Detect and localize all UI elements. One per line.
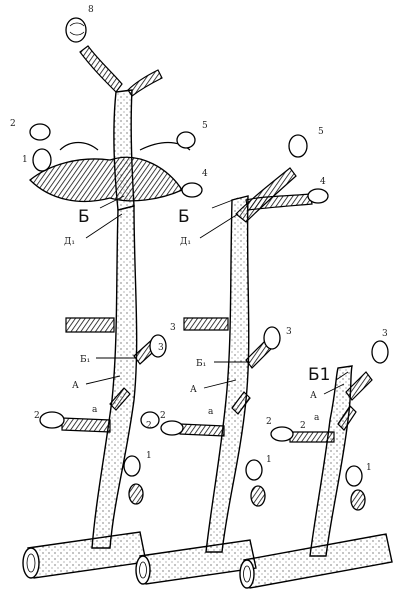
bud-number: 3 [170, 323, 176, 333]
side-a-label: а [208, 407, 214, 417]
bud-number: 3 [158, 343, 164, 353]
bud [351, 490, 365, 510]
side-shoot [290, 432, 334, 442]
bud-number: 4 [320, 177, 326, 187]
base-log-2 [136, 540, 256, 584]
bud [289, 135, 307, 157]
bud-number: 2 [34, 411, 40, 421]
crown-cluster [30, 157, 182, 201]
bud-number: 4 [202, 169, 208, 179]
bud-number: 3 [382, 329, 388, 339]
main-stem [206, 196, 249, 552]
bud [66, 18, 86, 42]
bud [33, 149, 51, 171]
bud [346, 466, 362, 486]
bud [30, 124, 50, 140]
bud [182, 183, 202, 197]
bud-number: 8 [88, 5, 94, 15]
cut-label: Б [178, 207, 190, 227]
upper-leader-label: Д₁ [180, 237, 191, 247]
cut-label: Б [78, 207, 90, 227]
bud-number: 1 [146, 451, 152, 461]
top-branch-left [80, 46, 122, 92]
bud-number: 1 [266, 455, 272, 465]
side-a-label: а [314, 413, 320, 423]
mid-leader-b-label: А [190, 385, 197, 395]
bud-number: 2 [146, 421, 152, 431]
mid-leader-b-label: А [72, 381, 79, 391]
bud [40, 412, 64, 428]
bud-number: 1 [22, 155, 28, 165]
side-shoot [236, 168, 296, 222]
bud-number: 2 [300, 421, 306, 431]
bud-number: 3 [286, 327, 292, 337]
mid-leader-b-label: А [310, 391, 317, 401]
bud [177, 132, 195, 148]
upper-leader-label: Д₁ [64, 237, 75, 247]
mid-leader-a-label: Б₁ [196, 359, 206, 369]
cut-label: Б1 [308, 365, 330, 385]
bud-number: 5 [202, 121, 208, 131]
bud-number: 2 [160, 411, 166, 421]
mid-leader-a-label: Б₁ [80, 355, 90, 365]
side-shoot [180, 424, 224, 436]
bud-number: 2 [266, 417, 272, 427]
top-branch-right [128, 70, 162, 96]
bud [372, 341, 388, 363]
side-shoot-1 [66, 318, 114, 332]
bud-number: 1 [366, 463, 372, 473]
plant-1: Б Д₁ Б₁ А а 8 2 1 5 4 3 3 2 1 2 [10, 5, 208, 548]
side-shoot-2 [62, 418, 110, 432]
bud [161, 421, 183, 435]
bud-number: 2 [10, 119, 16, 129]
bud-number: 5 [318, 127, 324, 137]
side-shoot [184, 318, 228, 330]
bud [308, 189, 328, 203]
plant-3: Б1 А а 3 2 1 2 [266, 329, 388, 556]
bud [264, 327, 280, 349]
bud [251, 486, 265, 506]
base-log-1 [23, 532, 146, 578]
bud [246, 460, 262, 480]
bud [124, 456, 140, 476]
bud [271, 427, 293, 441]
bud [129, 484, 143, 504]
side-a-label: а [92, 405, 98, 415]
